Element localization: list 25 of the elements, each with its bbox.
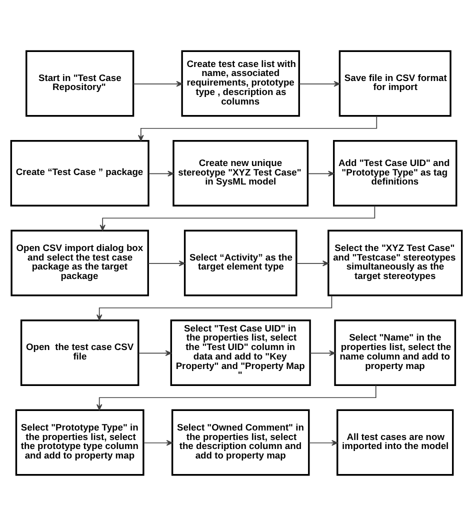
node-box: Select the "XYZ Test Case" and "Testcase" stereotypes simultaneously as the target stereotypes	[328, 230, 463, 296]
node-box: Open CSV import dialog box and select the test case package as the target package	[10, 230, 149, 296]
node-box: Start in "Test Case Repository"	[26, 50, 134, 117]
arrow	[138, 350, 172, 356]
arrow	[308, 440, 338, 446]
node-box: Select "Prototype Type" in the properties list, select the prototype type column and add to property map	[15, 409, 144, 476]
arrow	[310, 350, 336, 356]
node-box: Add "Test Case UID" and "Prototype Type" as tag definitions	[333, 140, 458, 206]
node-box: All test cases are now imported into the model	[336, 409, 454, 476]
arrow	[148, 170, 174, 177]
arrow	[148, 260, 186, 266]
node-box: Create test case list with name, associated requirements, prototype type , description as columns	[181, 50, 300, 117]
node-box: Select "Owned Comment" in the properties list, select the description column and add to property map	[171, 409, 310, 476]
node-box: Select "Test Case UID" in the properties list, select the "Test UID" column in data and add to "Key Property" and "Property Map "	[170, 320, 311, 386]
arrow	[143, 440, 173, 446]
node-box: Save file in CSV format for import	[338, 50, 452, 117]
arrow	[132, 81, 182, 87]
node-box: Create new unique stereotype "XYZ Test Case" in SysML model	[172, 140, 309, 206]
node-box: Select "Name" in the properties list, select the name column and add to property map	[334, 320, 456, 386]
node-box: Create “Test Case ” package	[10, 140, 150, 206]
node-box: Open the test case CSV file	[20, 320, 140, 386]
arrow	[308, 170, 334, 177]
arrow	[296, 260, 329, 266]
arrow	[298, 81, 340, 87]
node-box: Select “Activity” as the target element type	[184, 230, 298, 296]
